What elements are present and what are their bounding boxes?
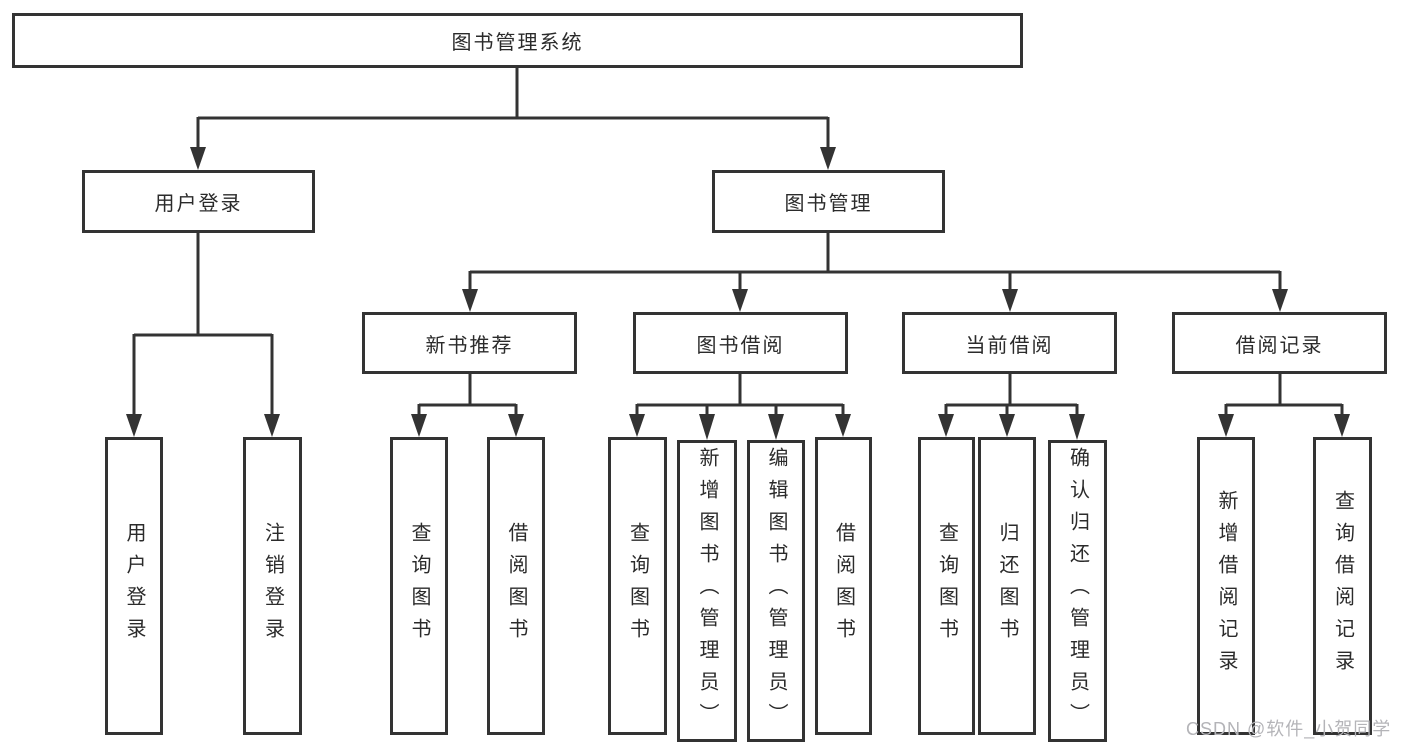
- leaf-current-confirm-admin: 确认归还（管理员）: [1048, 440, 1107, 742]
- node-new-books: 新书推荐: [362, 312, 577, 374]
- leaf-current-query: 查询图书: [918, 437, 975, 735]
- leaf-borrow-edit-admin: 编辑图书（管理员）: [747, 440, 805, 742]
- leaf-borrow-add-admin: 新增图书（管理员）: [677, 440, 737, 742]
- leaf-label: 查询借阅记录: [1331, 490, 1354, 682]
- arrow-down-icon: [126, 147, 1350, 440]
- leaf-label: 确认归还（管理员）: [1066, 447, 1089, 735]
- leaf-records-add: 新增借阅记录: [1197, 437, 1255, 735]
- leaf-borrow-query: 查询图书: [608, 437, 667, 735]
- node-current-label: 当前借阅: [965, 334, 1054, 357]
- node-root-label: 图书管理系统: [451, 32, 584, 54]
- leaf-label: 查询图书: [408, 522, 430, 650]
- node-user-login: 用户登录: [82, 170, 315, 233]
- node-root: 图书管理系统: [12, 13, 1023, 68]
- leaf-logout: 注销登录: [243, 437, 302, 735]
- leaf-label: 编辑图书（管理员）: [765, 447, 787, 735]
- leaf-label: 借阅图书: [832, 522, 855, 650]
- node-book-mgmt-label: 图书管理: [784, 193, 873, 215]
- node-borrow-label: 图书借阅: [696, 334, 785, 357]
- leaf-label: 注销登录: [261, 522, 284, 650]
- watermark-text: CSDN @软件_小贺同学: [1186, 719, 1392, 739]
- leaf-user-login: 用户登录: [105, 437, 163, 735]
- leaf-records-query: 查询借阅记录: [1313, 437, 1372, 735]
- leaf-label: 用户登录: [123, 522, 145, 650]
- node-records-label: 借阅记录: [1235, 334, 1324, 357]
- node-new-books-label: 新书推荐: [425, 334, 514, 357]
- node-records: 借阅记录: [1172, 312, 1387, 374]
- leaf-newbooks-borrow: 借阅图书: [487, 437, 545, 735]
- leaf-label: 借阅图书: [505, 522, 527, 650]
- leaf-borrow-borrow: 借阅图书: [815, 437, 872, 735]
- leaf-label: 归还图书: [996, 522, 1018, 650]
- leaf-label: 新增借阅记录: [1215, 490, 1237, 682]
- leaf-current-return: 归还图书: [978, 437, 1036, 735]
- leaf-label: 新增图书（管理员）: [696, 447, 718, 735]
- node-current: 当前借阅: [902, 312, 1117, 374]
- leaf-label: 查询图书: [935, 522, 958, 650]
- node-user-login-label: 用户登录: [154, 193, 243, 215]
- leaf-newbooks-query: 查询图书: [390, 437, 448, 735]
- node-borrow: 图书借阅: [633, 312, 848, 374]
- node-book-mgmt: 图书管理: [712, 170, 945, 233]
- leaf-label: 查询图书: [626, 522, 649, 650]
